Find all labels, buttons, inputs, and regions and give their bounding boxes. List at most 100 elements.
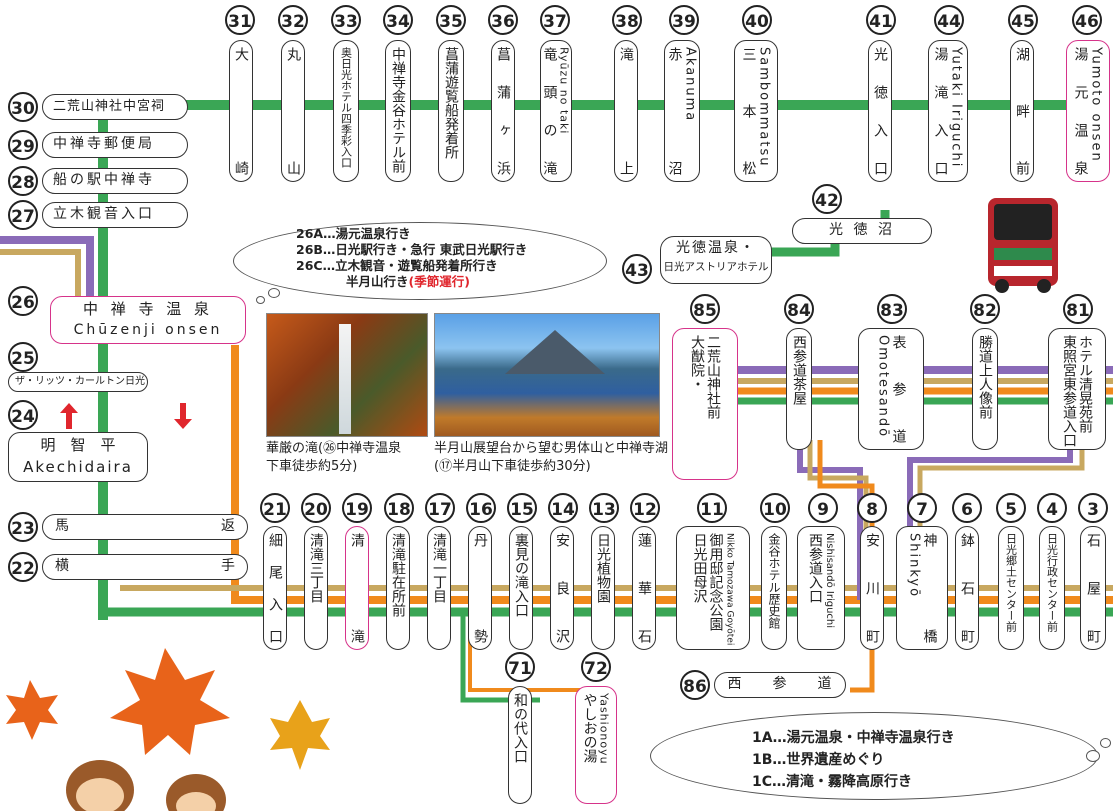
stop-35[interactable]: 菖蒲遊覧船発着所: [438, 40, 464, 182]
stop-28[interactable]: 船の駅中禅寺: [42, 168, 188, 194]
stop-4[interactable]: 日光行政センター前: [1039, 526, 1065, 650]
stop-16[interactable]: 丹勢: [468, 526, 492, 650]
stop-number: 4: [1037, 493, 1067, 523]
stop-85[interactable]: 大猷院・二荒山神社前: [672, 328, 738, 480]
stop-number: 9: [808, 493, 838, 523]
stop-number: 22: [8, 552, 38, 582]
stop-number: 86: [680, 670, 710, 700]
stop-27[interactable]: 立木観音入口: [42, 202, 188, 228]
stop-82[interactable]: 勝道上人像前: [972, 328, 998, 450]
stop-17[interactable]: 清滝一丁目: [427, 526, 451, 650]
stop-29[interactable]: 中禅寺郵便局: [42, 132, 188, 158]
stop-36[interactable]: 菖蒲ヶ浜: [491, 40, 515, 182]
stop-number: 12: [630, 493, 660, 523]
stop-number: 28: [8, 166, 38, 196]
stop-3[interactable]: 石屋町: [1080, 526, 1106, 650]
photo-caption: 華厳の滝(㉖中禅寺温泉: [266, 441, 402, 456]
stop-number: 7: [907, 493, 937, 523]
stop-42[interactable]: 光 徳 沼: [792, 218, 932, 244]
stop-number: 18: [384, 493, 414, 523]
photo-lake-chuzenji: [434, 313, 660, 437]
stop-45[interactable]: 湖畔前: [1010, 40, 1034, 182]
waterfall: [339, 324, 351, 434]
up-arrow-icon: [60, 403, 78, 429]
stop-number: 43: [622, 254, 652, 284]
bubble-tail: [1100, 738, 1111, 748]
stop-number: 3: [1078, 493, 1108, 523]
stop-number: 27: [8, 200, 38, 230]
stop-number: 29: [8, 130, 38, 160]
stop-number: 85: [690, 294, 720, 324]
stop-number: 21: [260, 493, 290, 523]
stop-15[interactable]: 裏見の滝入口: [509, 526, 533, 650]
stop-13[interactable]: 日光植物園: [591, 526, 615, 650]
stop-10[interactable]: 金谷ホテル歴史館: [761, 526, 787, 650]
stop-number: 84: [784, 294, 814, 324]
route-note-text: 26A…湯元温泉行き: [296, 226, 411, 241]
stop-number: 41: [866, 5, 896, 35]
stop-number: 36: [488, 5, 518, 35]
stop-number: 81: [1063, 294, 1093, 324]
stop-number: 39: [669, 5, 699, 35]
stop-6[interactable]: 鉢石町: [955, 526, 979, 650]
stop-number: 32: [278, 5, 308, 35]
stop-86[interactable]: 西 参 道: [714, 672, 846, 698]
stop-number: 38: [612, 5, 642, 35]
stop-84[interactable]: 西参道茶屋: [786, 328, 812, 450]
stop-81[interactable]: 東照宮東参道入口ホテル清晃苑前: [1048, 328, 1106, 450]
photo-caption: 下車徒歩約5分): [266, 459, 358, 474]
stop-5[interactable]: 日光郷土センター前: [998, 526, 1024, 650]
route-note-text: 半月山行き(季節運行): [346, 274, 470, 289]
stop-26[interactable]: 中 禅 寺 温 泉 Chūzenji onsen: [50, 296, 246, 344]
stop-number: 30: [8, 92, 38, 122]
stop-number: 46: [1072, 5, 1102, 35]
stop-number: 34: [383, 5, 413, 35]
stop-14[interactable]: 安良沢: [550, 526, 574, 650]
stop-number: 45: [1008, 5, 1038, 35]
stop-24[interactable]: 明 智 平 Akechidaira: [8, 432, 148, 482]
stop-30[interactable]: 二荒山神社中宮祠: [42, 94, 188, 120]
stop-71[interactable]: 和の代入口: [508, 686, 532, 804]
stop-23[interactable]: 馬 返: [42, 514, 248, 540]
stop-31[interactable]: 大崎: [229, 40, 253, 182]
stop-number: 10: [760, 493, 790, 523]
stop-number: 71: [505, 652, 535, 682]
stop-43[interactable]: 光徳温泉・ 日光アストリアホテル: [660, 236, 772, 284]
stop-32[interactable]: 丸山: [281, 40, 305, 182]
stop-19[interactable]: 清滝: [345, 526, 369, 650]
route-note-text: 1B…世界遺産めぐり: [752, 752, 885, 768]
stop-number: 13: [589, 493, 619, 523]
route-note-text: 26B…日光駅行き・急行 東武日光駅行き: [296, 242, 528, 257]
stop-number: 16: [466, 493, 496, 523]
stop-33[interactable]: 奥日光ホテル四季彩入口: [333, 40, 359, 182]
stop-18[interactable]: 清滝駐在所前: [386, 526, 410, 650]
stop-21[interactable]: 細尾入口: [263, 526, 287, 650]
stop-34[interactable]: 中禅寺金谷ホテル前: [385, 40, 411, 182]
photo-kegon-falls: [266, 313, 428, 437]
stop-number: 31: [225, 5, 255, 35]
stop-38[interactable]: 滝上: [614, 40, 638, 182]
stop-25[interactable]: ザ・リッツ・カールトン日光: [8, 372, 148, 392]
route-note-text: 1A…湯元温泉・中禅寺温泉行き: [752, 730, 955, 746]
photo-caption: 半月山展望台から望む男体山と中禅寺湖: [434, 441, 669, 456]
stop-number: 20: [301, 493, 331, 523]
down-arrow-icon: [174, 403, 192, 429]
stop-22[interactable]: 横 手: [42, 554, 248, 580]
stop-number: 11: [697, 493, 727, 523]
stop-8[interactable]: 安川町: [860, 526, 884, 650]
stop-12[interactable]: 蓮華石: [632, 526, 656, 650]
stop-41[interactable]: 光徳入口: [868, 40, 892, 182]
bubble-tail: [1086, 750, 1100, 762]
stop-number: 15: [507, 493, 537, 523]
stop-20[interactable]: 清滝三丁目: [304, 526, 328, 650]
